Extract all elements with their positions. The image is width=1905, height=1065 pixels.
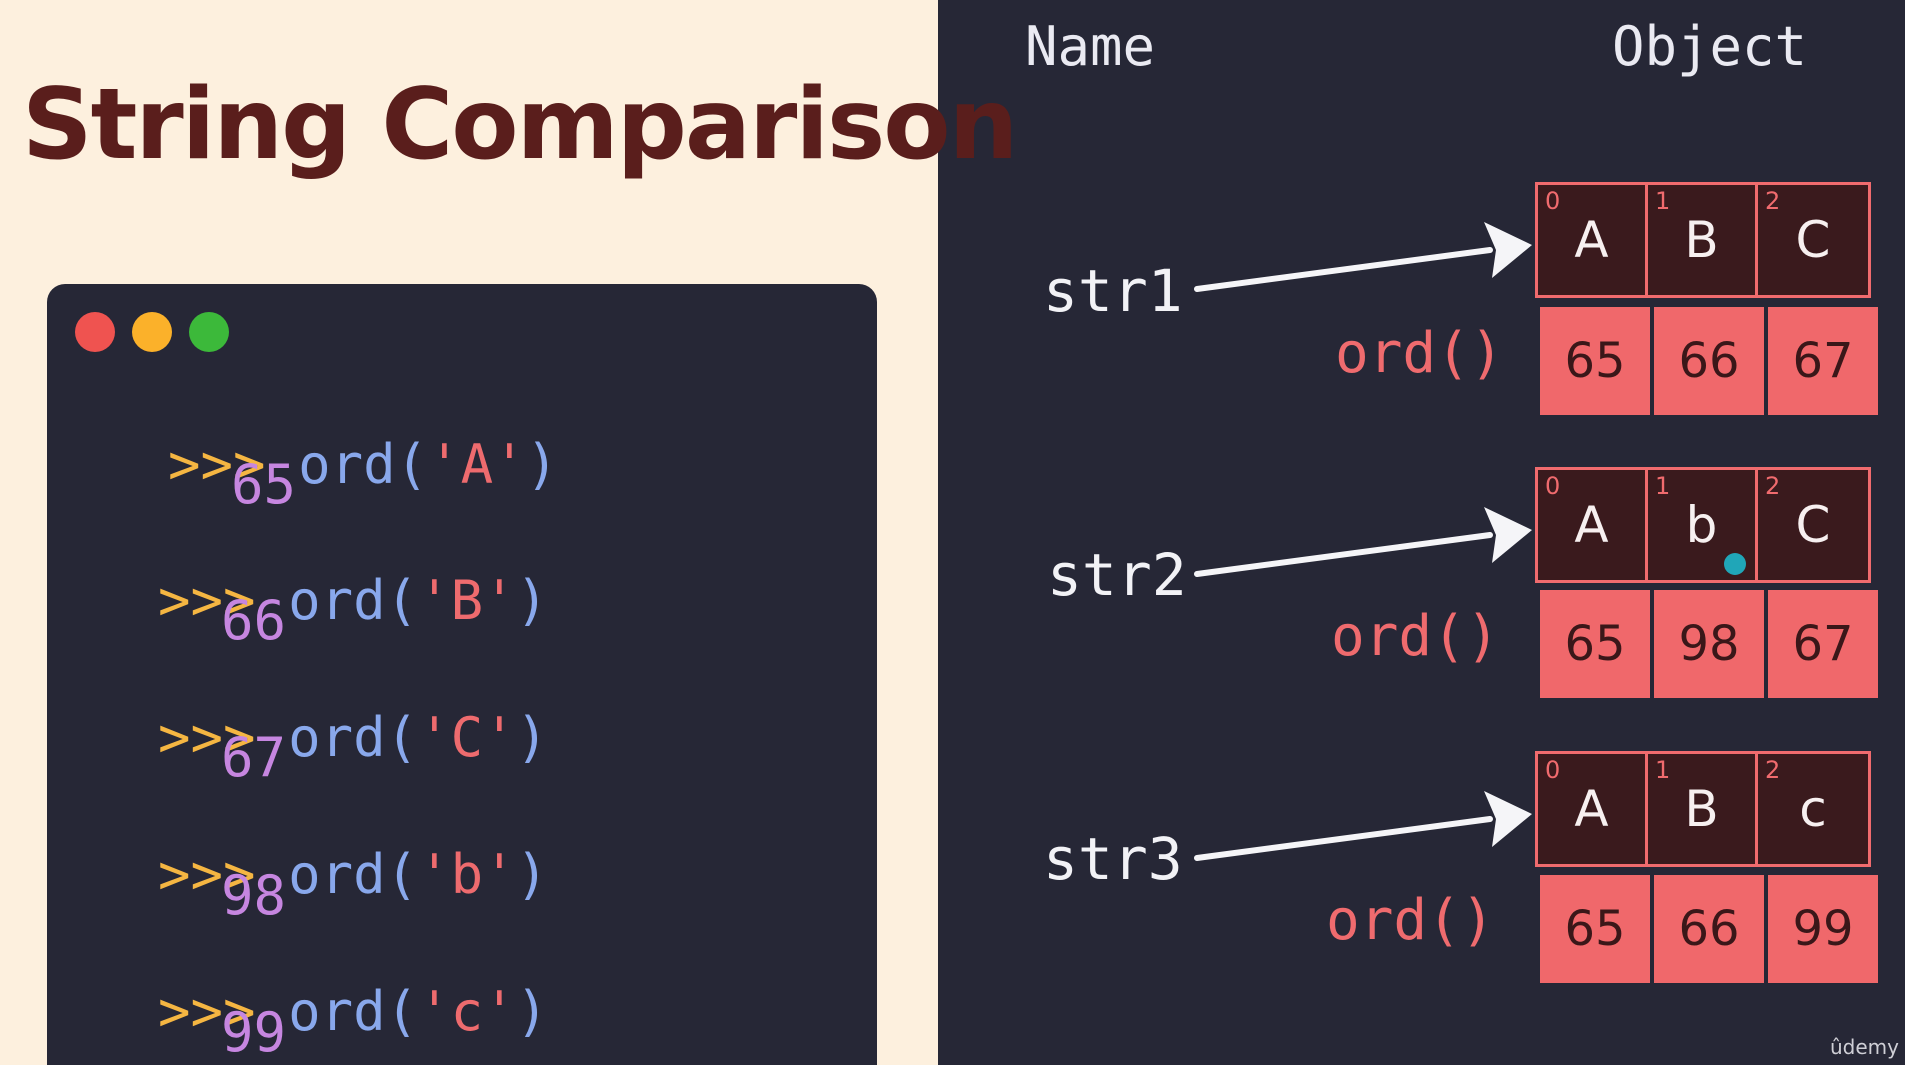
char-value: A	[1574, 496, 1609, 554]
ord-values-str2: 65 98 67	[1540, 590, 1878, 698]
function-call-close: )	[515, 706, 549, 769]
char-cell: 2 c	[1758, 754, 1868, 864]
ord-function-label: ord()	[1335, 321, 1504, 386]
char-index: 0	[1545, 187, 1561, 215]
variable-name-str3: str3	[1043, 825, 1183, 893]
ord-values-str1: 65 66 67	[1540, 307, 1878, 415]
ord-value-cell: 67	[1768, 590, 1878, 698]
ord-value-cell: 65	[1540, 307, 1650, 415]
terminal-command-line: >>> ord('A')	[103, 384, 558, 492]
char-index: 1	[1655, 187, 1671, 215]
char-value: C	[1795, 211, 1831, 269]
maximize-window-dot	[189, 312, 229, 352]
ord-values-str3: 65 66 99	[1540, 875, 1878, 983]
char-index: 2	[1765, 472, 1781, 500]
char-value: c	[1799, 780, 1827, 838]
ord-function-label: ord()	[1326, 888, 1495, 953]
ord-value-cell: 66	[1654, 875, 1764, 983]
char-value: b	[1685, 496, 1718, 554]
ord-value-cell: 65	[1540, 590, 1650, 698]
ord-function-label: ord()	[1331, 604, 1500, 669]
terminal-output: 66	[221, 589, 287, 652]
slide-title: String Comparison	[22, 68, 1018, 182]
object-column-header: Object	[1612, 15, 1808, 78]
char-value: A	[1574, 211, 1609, 269]
char-value: C	[1795, 496, 1831, 554]
function-call-open: ord(	[288, 706, 419, 769]
prompt-symbol: >>>	[158, 706, 256, 769]
minimize-window-dot	[132, 312, 172, 352]
terminal-command-line: >>> ord('B')	[93, 520, 548, 628]
char-value: B	[1684, 780, 1719, 838]
terminal-window	[47, 284, 877, 1065]
char-cell: 0 A	[1538, 754, 1648, 864]
terminal-output: 65	[231, 453, 297, 516]
char-cell: 2 C	[1758, 470, 1868, 580]
string-argument: 'C'	[418, 706, 516, 769]
ord-value-cell: 99	[1768, 875, 1878, 983]
pointer-cursor-icon	[1724, 553, 1746, 575]
terminal-output: 99	[221, 1001, 287, 1064]
terminal-output: 98	[221, 864, 287, 927]
function-call-open: ord(	[298, 433, 429, 496]
ord-value-cell: 66	[1654, 307, 1764, 415]
prompt-symbol: >>>	[158, 843, 256, 906]
name-column-header: Name	[1025, 15, 1156, 78]
char-index: 1	[1655, 472, 1671, 500]
char-index: 1	[1655, 756, 1671, 784]
prompt-symbol: >>>	[168, 433, 266, 496]
str2-reference-arrow	[1194, 507, 1532, 577]
char-cell: 0 A	[1538, 185, 1648, 295]
str3-reference-arrow	[1194, 791, 1532, 861]
variable-name-str2: str2	[1047, 541, 1187, 609]
char-cell: 0 A	[1538, 470, 1648, 580]
char-index: 0	[1545, 756, 1561, 784]
string-object-str1: 0 A 1 B 2 C	[1535, 182, 1871, 298]
function-call-open: ord(	[288, 980, 419, 1043]
string-object-str2: 0 A 1 b 2 C	[1535, 467, 1871, 583]
string-argument: 'A'	[428, 433, 526, 496]
prompt-symbol: >>>	[158, 980, 256, 1043]
function-call-open: ord(	[288, 569, 419, 632]
ord-value-cell: 65	[1540, 875, 1650, 983]
variable-name-str1: str1	[1043, 257, 1183, 325]
function-call-close: )	[515, 980, 549, 1043]
char-value: A	[1574, 780, 1609, 838]
string-object-str3: 0 A 1 B 2 c	[1535, 751, 1871, 867]
ord-value-cell: 67	[1768, 307, 1878, 415]
str1-reference-arrow	[1194, 222, 1532, 292]
char-cell: 2 C	[1758, 185, 1868, 295]
string-argument: 'B'	[418, 569, 516, 632]
terminal-command-line: >>> ord('C')	[93, 657, 548, 765]
terminal-command-line: >>> ord('c')	[93, 931, 548, 1039]
char-cell: 1 b	[1648, 470, 1758, 580]
char-cell: 1 B	[1648, 185, 1758, 295]
function-call-close: )	[515, 843, 549, 906]
udemy-watermark: ûdemy	[1830, 1035, 1899, 1059]
string-argument: 'c'	[418, 980, 516, 1043]
char-value: B	[1684, 211, 1719, 269]
function-call-open: ord(	[288, 843, 419, 906]
char-cell: 1 B	[1648, 754, 1758, 864]
char-index: 2	[1765, 756, 1781, 784]
terminal-command-line: >>> ord('b')	[93, 794, 548, 902]
char-index: 0	[1545, 472, 1561, 500]
string-argument: 'b'	[418, 843, 516, 906]
function-call-close: )	[515, 569, 549, 632]
terminal-output: 67	[221, 726, 287, 789]
close-window-dot	[75, 312, 115, 352]
ord-value-cell: 98	[1654, 590, 1764, 698]
char-index: 2	[1765, 187, 1781, 215]
function-call-close: )	[525, 433, 559, 496]
prompt-symbol: >>>	[158, 569, 256, 632]
